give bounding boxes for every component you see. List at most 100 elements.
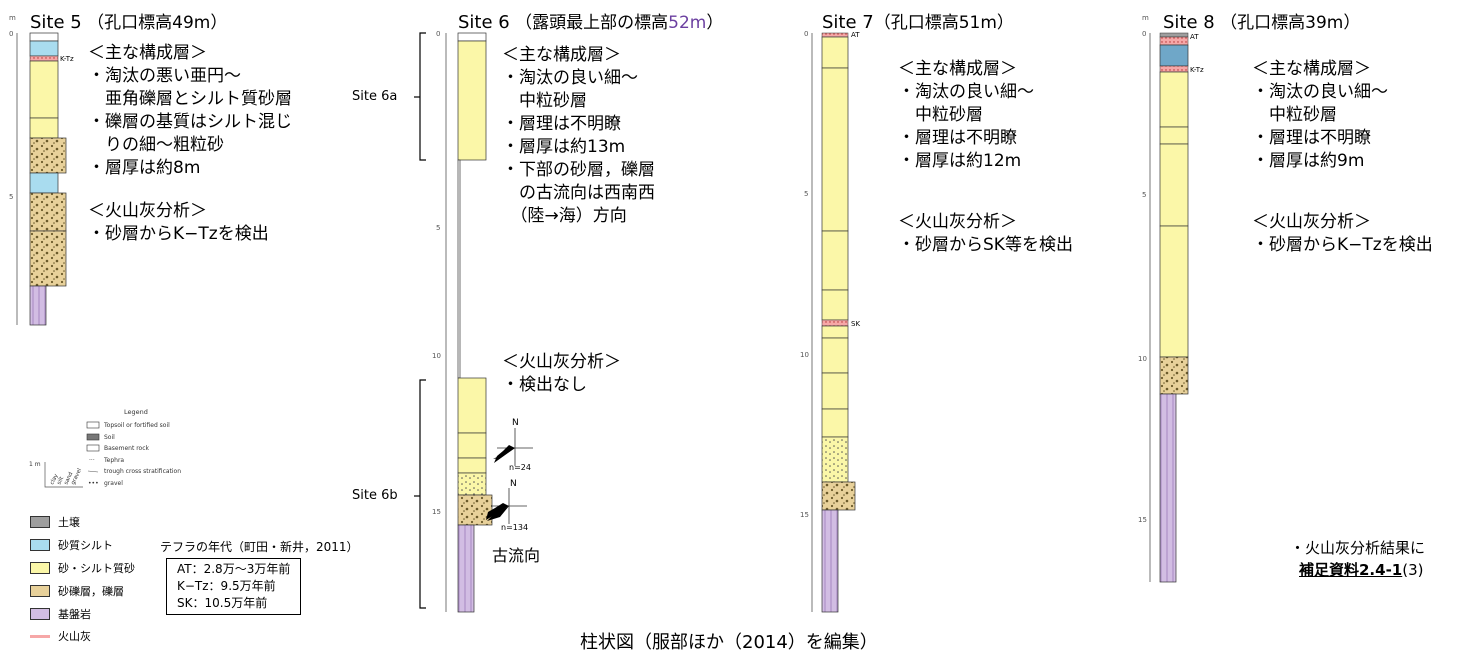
- tephra-age-at: AT：2.8万～3万年前: [177, 562, 291, 576]
- small-legend-item-3: Tephra: [103, 457, 124, 464]
- site7-column: 0 5 10 15 AT SK: [800, 30, 860, 613]
- site5-note-1: ・淘汰の悪い亜円～: [88, 66, 241, 86]
- site5-tick-0: 0: [9, 30, 13, 38]
- site8-tick-5: 5: [1142, 191, 1146, 199]
- site8-tick-10: 10: [1138, 355, 1147, 363]
- legend-label-tephra: 火山灰: [58, 630, 91, 643]
- site6-elevation-value: 52m: [668, 13, 707, 33]
- site6-tick-10: 10: [432, 352, 441, 360]
- site5-note-heading: ＜主な構成層＞: [88, 43, 207, 63]
- legend-item-tephra: 火山灰: [30, 628, 91, 644]
- site6-name: Site 6: [458, 12, 510, 33]
- grain-clay: clay: [49, 473, 59, 486]
- site8-note-heading: ＜主な構成層＞: [1252, 59, 1371, 79]
- site8-note-1: ・淘汰の良い細～: [1252, 82, 1388, 102]
- site8-elevation: （孔口標高39m）: [1220, 13, 1361, 33]
- legend-label-gravel: 砂礫層，礫層: [58, 585, 124, 598]
- tephra-ages-title: テフラの年代（町田・新井，2011）: [160, 540, 359, 554]
- legend-swatch-sandy-silt: [30, 539, 50, 551]
- site7-title: Site 7（孔口標高51m）: [822, 8, 1014, 33]
- legend-swatch-sand: [30, 562, 50, 574]
- small-legend-item-0: Topsoil or fortified soil: [103, 422, 170, 429]
- site5-column: m 0 5 K-Tz: [9, 14, 74, 326]
- site8-axis-unit: m: [1142, 14, 1149, 22]
- site5-elevation: （孔口標高49m）: [87, 13, 228, 33]
- site6-note-7: （陸→海）方向: [502, 206, 627, 226]
- small-legend-item-1: Soil: [104, 434, 115, 441]
- site5-note-4: りの細～粗粒砂: [88, 135, 224, 155]
- small-legend-title: Legend: [124, 408, 148, 416]
- tephra-ages-box: AT：2.8万～3万年前 K−Tz：9.5万年前 SK：10.5万年前: [166, 558, 302, 615]
- site5-name: Site 5: [30, 12, 82, 33]
- site6-note-6: の古流向は西南西: [502, 183, 655, 203]
- legend-swatch-bedrock: [30, 608, 50, 620]
- site5-note-5: ・層厚は約8m: [88, 158, 201, 178]
- svg-text:···: ···: [89, 457, 95, 464]
- site6-tick-0: 0: [436, 30, 440, 38]
- rose1-count: n=24: [509, 463, 531, 472]
- rose1-north: N: [512, 418, 519, 428]
- site7-note-4: ・層厚は約12m: [898, 151, 1022, 171]
- site7-tephra-result: ・砂層からSK等を検出: [898, 235, 1073, 255]
- footnote-line1: ・火山灰分析結果に: [1290, 539, 1426, 557]
- site5-tephra-label: K-Tz: [60, 55, 74, 63]
- site7-notes: ＜主な構成層＞ ・淘汰の良い細～ 中粒砂層 ・層理は不明瞭 ・層厚は約12m ＜…: [898, 58, 1073, 257]
- site6-note-3: ・層理は不明瞭: [502, 114, 621, 134]
- site6-column: 0 5 10 15 N n=24: [414, 30, 533, 613]
- site5-notes: ＜主な構成層＞ ・淘汰の悪い亜円～ 亜角礫層とシルト質砂層 ・礫層の基質はシルト…: [88, 42, 292, 246]
- site6-tick-15: 15: [432, 508, 441, 516]
- site8-tick-0: 0: [1142, 30, 1146, 38]
- site8-note-2: 中粒砂層: [1252, 105, 1337, 125]
- site5-tick-5: 5: [9, 193, 13, 201]
- site8-note-3: ・層理は不明瞭: [1252, 128, 1371, 148]
- site8-tephra-at: AT: [1190, 33, 1199, 41]
- figure-caption: 柱状図（服部ほか（2014）を編集）: [580, 632, 878, 653]
- legend-item-gravel: 砂礫層，礫層: [30, 583, 124, 599]
- grain-silt: silt: [56, 475, 65, 486]
- site7-tick-10: 10: [800, 351, 809, 359]
- legend-label-sand: 砂・シルト質砂: [58, 562, 135, 575]
- site7-tick-5: 5: [804, 190, 808, 198]
- legend-swatch-gravel: [30, 585, 50, 597]
- small-legend-item-2: Basement rock: [104, 445, 150, 452]
- tephra-age-ktz: K−Tz：9.5万年前: [177, 579, 276, 593]
- rose2-north: N: [510, 479, 517, 489]
- site5-note-3: ・礫層の基質はシルト混じ: [88, 112, 292, 132]
- site7-note-3: ・層理は不明瞭: [898, 128, 1017, 148]
- legend-item-soil: 土壌: [30, 514, 80, 530]
- legend-swatch-soil: [30, 516, 50, 528]
- site8-tephra-heading: ＜火山灰分析＞: [1252, 212, 1371, 232]
- site6a-label: Site 6a: [352, 89, 398, 104]
- supplement-link[interactable]: 補足資料2.4-1: [1299, 561, 1403, 579]
- site5-note-2: 亜角礫層とシルト質砂層: [88, 89, 292, 109]
- site8-column: m 0 5 10 15 AT K-Tz: [1138, 14, 1204, 583]
- svg-text:•••: •••: [88, 480, 99, 487]
- site6-note-1: ・淘汰の良い細～: [502, 68, 638, 88]
- site7-note-heading: ＜主な構成層＞: [898, 59, 1017, 79]
- site8-tephra-ktz: K-Tz: [1190, 66, 1204, 74]
- site7-name: Site 7: [822, 12, 874, 33]
- site6-note-heading: ＜主な構成層＞: [502, 45, 621, 65]
- site6b-label: Site 6b: [352, 488, 398, 503]
- small-legend-item-5: gravel: [104, 480, 123, 487]
- site7-elevation: （孔口標高51m）: [873, 13, 1014, 33]
- site5-axis-unit: m: [9, 14, 16, 22]
- site7-tephra-heading: ＜火山灰分析＞: [898, 212, 1017, 232]
- site8-tick-15: 15: [1138, 516, 1147, 524]
- site5-tephra-result: ・砂層からK−Tzを検出: [88, 224, 269, 244]
- site8-name: Site 8: [1163, 12, 1215, 33]
- site7-tephra-sk: SK: [851, 320, 860, 328]
- tephra-age-sk: SK：10.5万年前: [177, 596, 268, 610]
- site6-tephra-result: ・検出なし: [502, 375, 587, 395]
- site6-title: Site 6 （露頭最上部の標高52m）: [458, 8, 723, 33]
- legend-item-sandy-silt: 砂質シルト: [30, 537, 113, 553]
- grain-sand: sand: [63, 471, 74, 486]
- small-legend-scale: 1 m: [29, 461, 41, 468]
- site8-notes: ＜主な構成層＞ ・淘汰の良い細～ 中粒砂層 ・層理は不明瞭 ・層厚は約9m ＜火…: [1252, 58, 1433, 257]
- site7-tephra-at: AT: [851, 31, 860, 39]
- site7-note-1: ・淘汰の良い細～: [898, 82, 1034, 102]
- footnote: ・火山灰分析結果に 補足資料2.4-1(3): [1290, 537, 1425, 581]
- site6-notes: ＜主な構成層＞ ・淘汰の良い細～ 中粒砂層 ・層理は不明瞭 ・層厚は約13m ・…: [502, 44, 655, 228]
- paleocurrent-label: 古流向: [492, 546, 541, 565]
